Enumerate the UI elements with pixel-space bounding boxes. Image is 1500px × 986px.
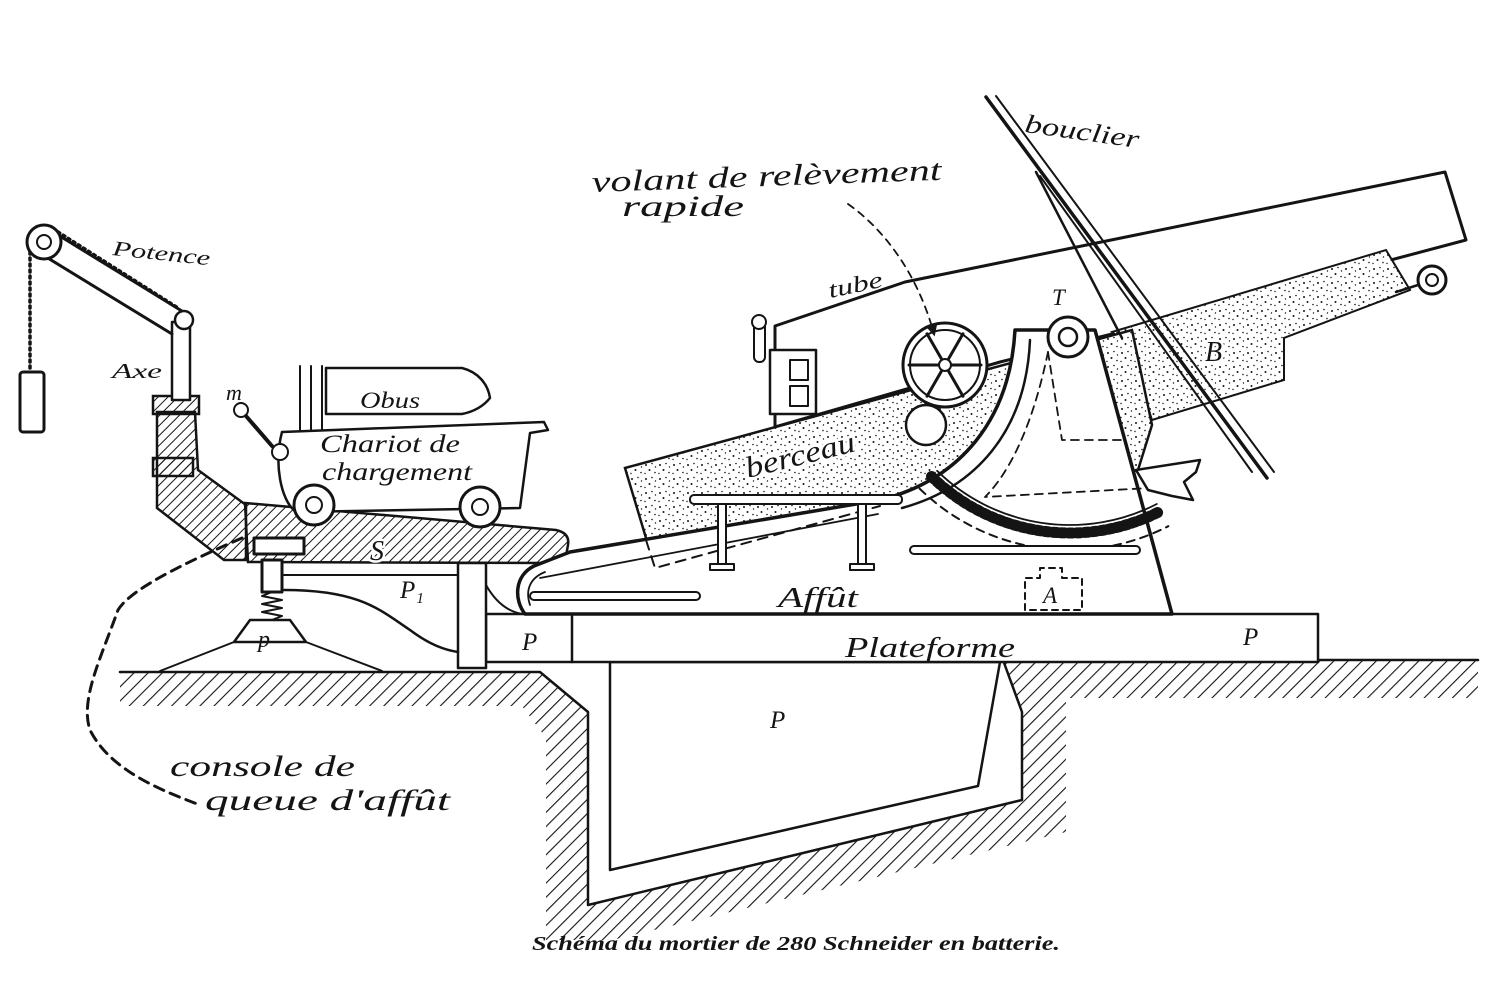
crane-potence <box>18 223 195 434</box>
label-block-a: A <box>1041 583 1058 608</box>
label-recuperator-b: B <box>1205 337 1222 368</box>
shell <box>324 366 492 416</box>
label-foundation-p: P <box>769 707 785 734</box>
volant-pointer <box>847 203 938 337</box>
cradle-support <box>689 494 903 571</box>
handle-m <box>233 402 274 448</box>
trunnion-t <box>1046 315 1090 359</box>
barrel-ring <box>1394 264 1448 296</box>
ground-soil <box>118 658 1480 940</box>
label-obus: Obus <box>360 388 420 413</box>
label-jack-p: p <box>256 627 270 653</box>
affut-carriage <box>515 328 1174 616</box>
rail <box>909 545 1141 555</box>
label-chariot-line2: chargement <box>322 459 473 486</box>
label-chariot-line1: Chariot de <box>320 431 460 458</box>
block-a <box>1024 567 1083 611</box>
label-trunnion-t: T <box>1052 285 1067 310</box>
label-platform-p-left: P <box>521 629 537 656</box>
label-axe: Axe <box>109 359 162 383</box>
wheel <box>292 483 336 527</box>
label-s: S <box>370 536 384 567</box>
label-plateforme: Plateforme <box>844 633 1015 664</box>
label-platform-p-right: P <box>1242 624 1258 651</box>
figure-caption: Schéma du mortier de 280 Schneider en ba… <box>532 933 1060 955</box>
rail <box>529 591 701 601</box>
carriage-pivot <box>271 443 289 461</box>
handwheel <box>901 321 989 447</box>
shield-bouclier <box>984 95 1275 480</box>
labels: bouclier volant de relèvement rapide Pot… <box>109 109 1258 817</box>
hidden-lines <box>645 351 1151 569</box>
label-volant-line2: rapide <box>622 190 744 223</box>
label-console-line1: console de <box>170 750 355 783</box>
wheel <box>458 485 502 529</box>
label-console-line2: queue d'affût <box>205 784 451 817</box>
label-affut: Affût <box>775 583 860 614</box>
console-dashed-line <box>85 536 244 807</box>
carriage-lever <box>1134 458 1202 502</box>
screw-jack <box>159 536 383 672</box>
label-p1: P₁ <box>399 577 424 604</box>
label-m: m <box>226 380 242 405</box>
counterweight <box>18 370 46 434</box>
loading-carriage <box>233 365 550 529</box>
breech-mechanism <box>751 314 818 416</box>
